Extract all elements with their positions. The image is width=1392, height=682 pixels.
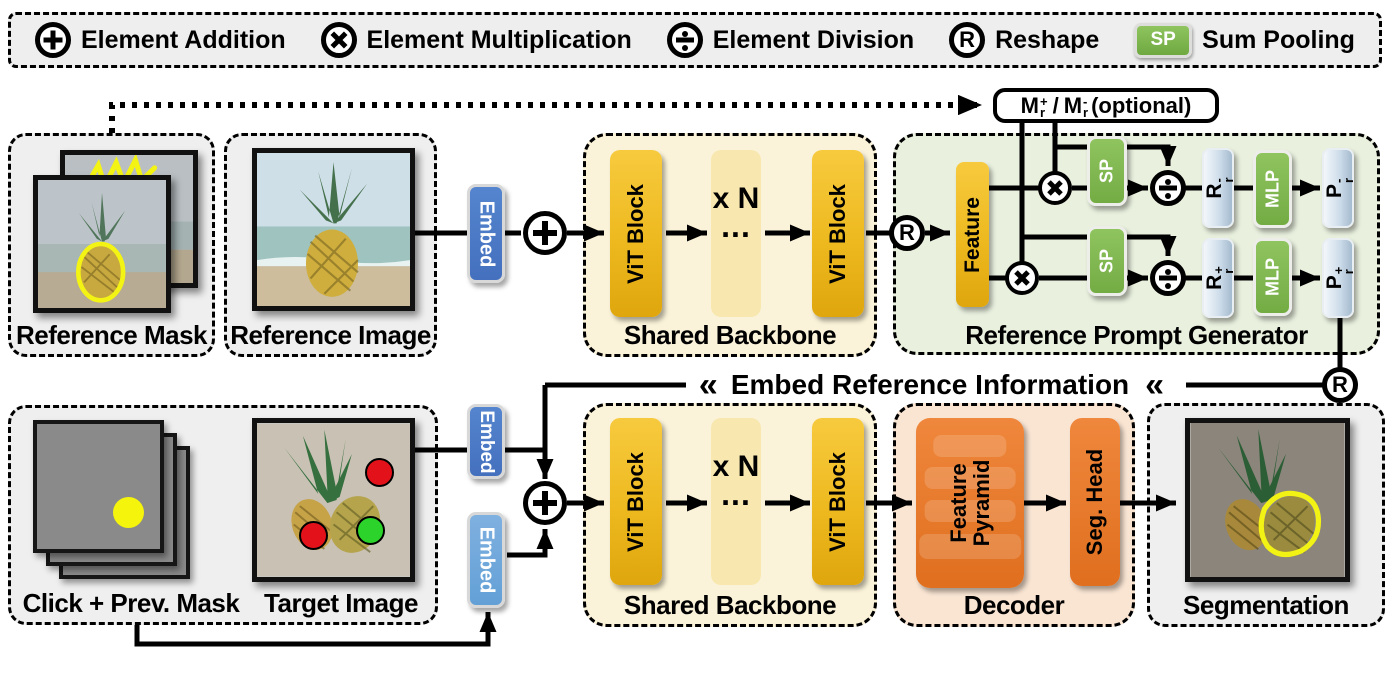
ellipsis: ... bbox=[721, 476, 751, 512]
seg-head-label: Seg. Head bbox=[1082, 448, 1107, 556]
divide-node-top bbox=[1150, 170, 1186, 206]
repeat-count: x N bbox=[712, 450, 760, 483]
embed-click-block: Embed bbox=[467, 512, 505, 608]
reshape-node-banner: R bbox=[1322, 367, 1358, 403]
add-node-top bbox=[523, 211, 567, 255]
segmentation-outline bbox=[1258, 490, 1322, 558]
vit-repeat-block-bottom: x N ... bbox=[711, 418, 761, 585]
divide-circle-icon bbox=[666, 22, 703, 58]
times-circle-icon bbox=[320, 22, 357, 58]
legend-label: Element Multiplication bbox=[366, 25, 632, 54]
feature-label: Feature bbox=[960, 196, 984, 273]
segmentation-photo bbox=[1185, 418, 1350, 582]
vit-block-label: ViT Block bbox=[623, 183, 648, 284]
sum-pooling-bottom: SP bbox=[1087, 226, 1127, 296]
p-minus-block: P-r bbox=[1322, 148, 1357, 228]
feature-pyramid-label: Feature Pyramid bbox=[945, 459, 994, 547]
chevron-left-icon: « bbox=[1145, 366, 1164, 404]
negative-click-dot-left bbox=[299, 521, 328, 550]
sp-label: SP bbox=[1096, 158, 1117, 184]
negative-click-dot-top bbox=[365, 458, 394, 487]
legend-label: Element Division bbox=[712, 25, 915, 54]
click-point-yellow bbox=[113, 497, 144, 528]
legend-item-addition: Element Addition bbox=[35, 22, 286, 58]
legend-item-division: Element Division bbox=[666, 22, 915, 58]
seg-head-block: Seg. Head bbox=[1070, 418, 1120, 586]
decoder-label: Decoder bbox=[963, 590, 1065, 620]
chevron-left-icon: « bbox=[698, 366, 718, 404]
vit-repeat-block-top: x N ... bbox=[711, 150, 761, 317]
legend-item-sum-pooling: SP Sum Pooling bbox=[1134, 22, 1355, 58]
divide-node-bottom bbox=[1150, 260, 1186, 296]
p-plus-block: P+r bbox=[1322, 238, 1357, 318]
legend-label: Sum Pooling bbox=[1202, 25, 1355, 54]
mlp-label: MLP bbox=[1262, 170, 1282, 208]
reshape-node-top: R bbox=[889, 215, 925, 251]
r-minus-block: R-r bbox=[1202, 148, 1237, 228]
legend-bar: Element Addition Element Multiplication … bbox=[8, 12, 1382, 68]
feature-block: Feature bbox=[956, 162, 989, 307]
reference-mask-photo-front bbox=[33, 175, 171, 313]
segmentation-label: Segmentation bbox=[1183, 590, 1349, 620]
optional-mask-box: M+r / M-r (optional) bbox=[993, 88, 1219, 123]
vit-block-1-bottom: ViT Block bbox=[610, 418, 662, 585]
mlp-bottom-block: MLP bbox=[1253, 238, 1292, 316]
add-node-bottom bbox=[523, 481, 567, 525]
embed-target-label: Embed bbox=[476, 409, 497, 474]
embed-click-label: Embed bbox=[475, 526, 498, 594]
vit-block-2-top: ViT Block bbox=[812, 150, 864, 317]
reference-image-photo bbox=[252, 148, 415, 311]
embed-reference-block: Embed bbox=[467, 184, 505, 283]
plus-circle-icon bbox=[35, 22, 71, 58]
legend-item-reshape: R Reshape bbox=[949, 22, 1099, 58]
ellipsis: ... bbox=[721, 208, 751, 244]
legend-label: Element Addition bbox=[81, 25, 286, 54]
banner-text: Embed Reference Information bbox=[730, 369, 1130, 400]
legend-label: Reshape bbox=[995, 25, 1100, 54]
embed-reference-banner: « Embed Reference Information « bbox=[668, 364, 1192, 406]
multiply-node-top bbox=[1038, 171, 1072, 205]
vit-block-2-bottom: ViT Block bbox=[812, 418, 864, 585]
feature-pyramid-block: Feature Pyramid bbox=[916, 418, 1024, 588]
legend-item-multiplication: Element Multiplication bbox=[320, 22, 632, 58]
vit-block-label: ViT Block bbox=[825, 183, 850, 284]
mlp-top-block: MLP bbox=[1253, 150, 1292, 228]
vit-block-label: ViT Block bbox=[623, 451, 648, 552]
vit-block-1-top: ViT Block bbox=[610, 150, 662, 317]
reference-prompt-generator-label: Reference Prompt Generator bbox=[965, 320, 1308, 350]
positive-click-dot bbox=[356, 516, 385, 545]
target-image-label: Target Image bbox=[264, 588, 418, 618]
embed-target-block: Embed bbox=[467, 404, 505, 479]
click-prev-mask-label: Click + Prev. Mask bbox=[22, 588, 240, 618]
mask-dotted-arrow bbox=[109, 94, 982, 133]
r-plus-block: R+r bbox=[1202, 238, 1237, 318]
sum-pooling-top: SP bbox=[1087, 136, 1127, 206]
reference-mask-label: Reference Mask bbox=[16, 320, 208, 350]
repeat-count: x N bbox=[712, 182, 760, 215]
mlp-label: MLP bbox=[1262, 258, 1282, 296]
reshape-circle-icon: R bbox=[949, 22, 986, 58]
target-image-photo bbox=[252, 418, 415, 582]
sum-pooling-badge: SP bbox=[1134, 22, 1193, 58]
vit-block-label: ViT Block bbox=[825, 451, 850, 552]
prev-mask-layer-1 bbox=[33, 420, 164, 553]
sp-label: SP bbox=[1096, 248, 1117, 274]
shared-backbone-top-label: Shared Backbone bbox=[623, 320, 837, 350]
reference-image-label: Reference Image bbox=[230, 320, 431, 350]
multiply-node-bottom bbox=[1005, 261, 1039, 295]
embed-reference-label: Embed bbox=[475, 200, 498, 267]
shared-backbone-bottom-label: Shared Backbone bbox=[623, 590, 837, 620]
